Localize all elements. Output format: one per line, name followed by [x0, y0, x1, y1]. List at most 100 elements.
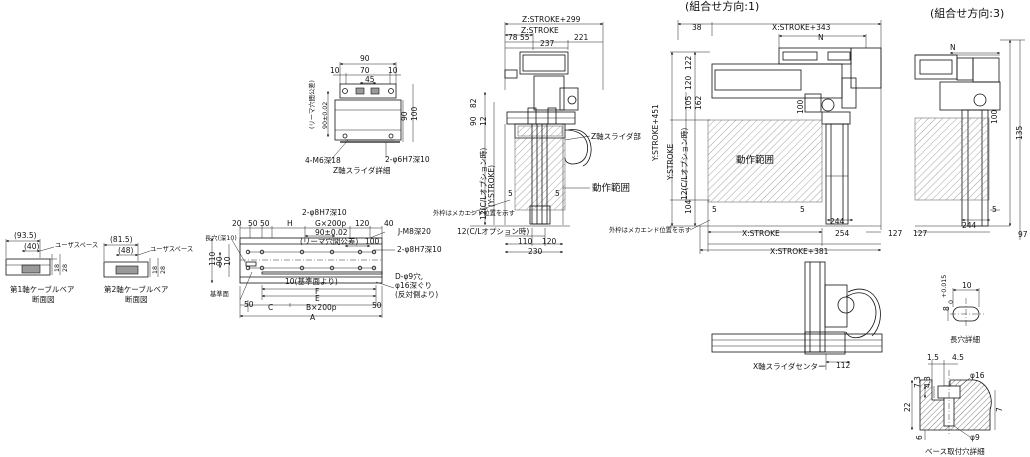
cb1-userspace: ユーザスペース: [55, 241, 98, 249]
fv-range: 動作範囲: [736, 154, 774, 166]
fv-xstroke: X:STROKE: [742, 229, 780, 238]
xs-50d: 50: [372, 301, 382, 310]
fv-N: N: [818, 33, 824, 42]
cb2-18: 18: [152, 266, 159, 274]
zv-78: 78: [508, 33, 518, 42]
zs-100v: 100: [410, 106, 419, 121]
zv-230: 230: [528, 247, 543, 256]
fv-xs343: X:STROKE+343: [772, 23, 831, 32]
zv-zslider: Z軸スライダ部: [591, 131, 641, 141]
fv-254: 254: [835, 229, 850, 238]
cb1-28: 28: [62, 264, 69, 272]
xs-A: A: [310, 313, 316, 322]
zv-5b: 5: [555, 189, 560, 198]
rv-5: 5: [992, 205, 997, 214]
fv-ys451: Y:STROKE+451: [651, 104, 660, 162]
zv-12: 12: [479, 116, 488, 126]
xs-E: E: [315, 294, 320, 303]
zs-10a: 10: [330, 66, 340, 75]
xs-110: 110: [208, 251, 217, 266]
cb2-userspace: ユーザスペース: [150, 245, 193, 253]
fv-outer: 外枠はメカエンド位置を示す: [609, 225, 691, 234]
fv-162: 162: [694, 95, 703, 110]
xs-90v: 90: [215, 256, 224, 266]
bm-9: φ9: [970, 433, 980, 442]
fv-120: 120: [684, 75, 693, 90]
bm-45: 4.5: [952, 353, 964, 362]
fv-xs381: X:STROKE+381: [770, 247, 829, 256]
cb1-40: (40): [24, 242, 39, 251]
zs-45: 45: [365, 75, 375, 84]
xs-C: C: [268, 303, 273, 312]
zv-12cl: 12(C/Lオプション時): [479, 148, 488, 220]
zv-12bot: 12(C/Lオプション時): [457, 227, 529, 236]
cable-bear-1-section: [5, 239, 61, 276]
zv-237: 237: [540, 39, 555, 48]
rv-N: N: [950, 43, 956, 52]
cable-bear-2-section: [103, 243, 159, 278]
xs-50c: 50: [244, 300, 254, 309]
cb1-18: 18: [54, 264, 61, 272]
zs-reamer: (リーマ穴間公差): [307, 80, 316, 129]
fv-122: 122: [684, 55, 693, 70]
xs-20: 20: [232, 219, 242, 228]
bm-6: 6: [915, 435, 924, 440]
bm-16: φ16: [970, 371, 985, 380]
long-hole-detail: [947, 288, 984, 328]
lh-tol: +0.015: [941, 275, 948, 298]
xs-H: H: [287, 219, 293, 228]
rv-127: 127: [913, 229, 928, 238]
x-base-plan: [210, 226, 395, 318]
z-slider-detail: [326, 62, 414, 162]
lh-title: 長穴詳細: [950, 334, 980, 344]
zs-10b: 10: [388, 66, 398, 75]
zv-range: 動作範囲: [592, 182, 630, 194]
zv-zs: Z:STROKE: [521, 26, 559, 35]
zv-221: 221: [574, 33, 589, 42]
xs-D: D-φ9穴,: [395, 271, 423, 281]
fv-104: 104: [684, 199, 693, 214]
cb2-815: (81.5): [110, 235, 133, 244]
zs-m6: 4-M6深18: [305, 156, 341, 165]
xs-longhole: 長穴(深10): [205, 233, 237, 242]
bm-7: 7: [995, 407, 1004, 412]
xs-120: 120: [355, 219, 370, 228]
xs-40: 40: [384, 219, 394, 228]
rv-100: 100: [990, 109, 999, 124]
rv-comb3: (組合せ方向:3): [930, 6, 1004, 20]
xs-50b: 50: [260, 219, 270, 228]
zv-82: 82: [469, 98, 478, 108]
rv-97: 97: [1018, 230, 1028, 239]
bm-title: ベース取付穴詳細: [925, 446, 985, 456]
zv-55: 55: [520, 33, 530, 42]
lh-8: 8: [942, 306, 951, 311]
rv-135: 135: [1015, 125, 1024, 140]
zv-90: 90: [469, 116, 478, 126]
xs-pin-r: 2-φ8H7深10: [397, 245, 442, 254]
xs-pin-top: 2-φ8H7深10: [302, 208, 347, 217]
cb1-935: (93.5): [14, 231, 37, 240]
base-mount-hole-detail: [910, 360, 996, 440]
fv-105: 105: [684, 95, 693, 110]
xs-100: 100: [365, 237, 380, 246]
xs-G: G×200p: [315, 219, 346, 228]
fv-comb1: (組合せ方向:1): [685, 0, 759, 13]
zv-ystroke: (Y:STROKE): [487, 165, 496, 207]
fv-ystroke: Y:STROKE: [666, 144, 675, 181]
fv-38: 38: [692, 23, 702, 32]
zs-90v: 90: [400, 111, 409, 121]
zv-120: 120: [542, 237, 557, 246]
bm-22: 22: [903, 402, 912, 412]
cb2-title: 第2軸ケーブルベア: [104, 284, 168, 294]
xs-90tol: 90±0.02: [315, 228, 348, 237]
xs-F: F: [315, 287, 319, 296]
zs-pin: 2-φ6H7深10: [385, 155, 430, 164]
fv-244: 244: [830, 217, 845, 226]
xs-ref: 基準面: [210, 289, 229, 298]
zv-5a: 5: [508, 189, 513, 198]
fv-112: 112: [836, 361, 851, 370]
zv-110: 110: [518, 237, 533, 246]
cb2-28: 28: [160, 266, 167, 274]
